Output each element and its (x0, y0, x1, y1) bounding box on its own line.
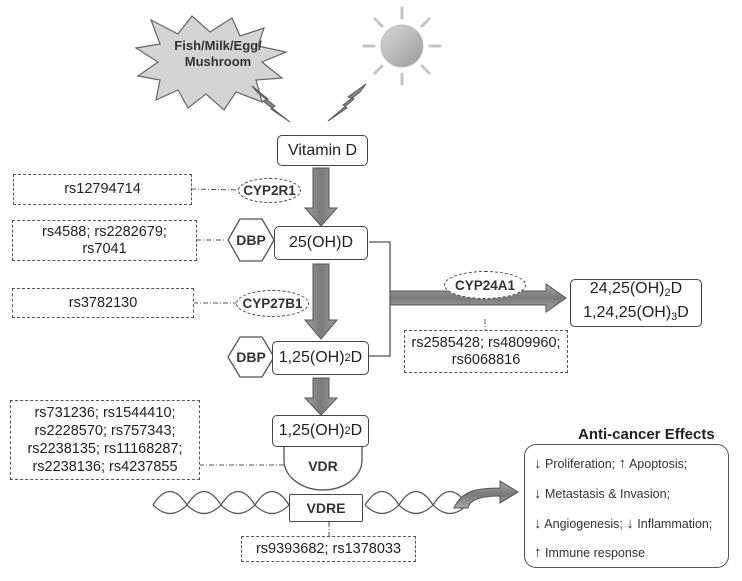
sun-icon (362, 6, 442, 86)
dna-helix (152, 490, 468, 515)
snp-connectors (190, 188, 486, 536)
catabolism-bracket (369, 241, 391, 357)
arrow-vitd-to-25ohd (303, 167, 339, 227)
arrow-to-effects (453, 480, 519, 509)
sun-lightning-icon (327, 83, 367, 122)
snp-box-cyp27b1: rs3782130 (12, 288, 194, 318)
effects-box: ↓ Proliferation; ↑ Apoptosis; ↓ Metastas… (524, 444, 729, 568)
dbp-label-lower: DBP (236, 349, 266, 365)
snp-box-cyp24a1: rs2585428; rs4809960; rs6068816 (404, 330, 568, 373)
snp-box-cyp2r1: rs12794714 (13, 174, 192, 205)
effect-line-3: ↓ Angiogenesis; ↓ Inflammation; (534, 515, 713, 532)
up-arrow-icon: ↑ (534, 544, 542, 561)
snp-box-dbp: rs4588; rs2282679; rs7041 (12, 220, 197, 261)
25ohd-box: 25(OH)D (274, 226, 368, 260)
arrow-25ohd-to-125ohd (303, 263, 339, 340)
effects-title: Anti-cancer Effects (578, 426, 715, 443)
effect-line-2: ↓ Metastasis & Invasion; (534, 485, 671, 502)
vdre-box: VDRE (289, 494, 363, 522)
vdr-label: VDR (308, 458, 338, 474)
vitamin-d-box: Vitamin D (277, 135, 368, 166)
food-lightning-icon (251, 85, 291, 123)
down-arrow-icon: ↓ (534, 455, 542, 472)
down-arrow-icon: ↓ (534, 485, 542, 502)
up-arrow-icon: ↑ (618, 455, 627, 472)
down-arrow-icon: ↓ (626, 515, 634, 532)
cyp27b1-enzyme: CYP27B1 (236, 290, 309, 317)
snp-box-vdr: rs731236; rs1544410; rs2228570; rs757343… (10, 400, 200, 480)
cyp2r1-enzyme: CYP2R1 (238, 178, 301, 203)
food-source-starburst (134, 15, 289, 111)
vdr-receptor-shape (283, 445, 363, 491)
effect-line-1: ↓ Proliferation; ↑ Apoptosis; (534, 455, 688, 472)
snp-box-vdre: rs9393682; rs1378033 (241, 536, 416, 562)
down-arrow-icon: ↓ (534, 515, 542, 532)
metabolites-box: 24,25(OH)2D 1,24,25(OH)3D (570, 279, 702, 327)
arrow-125ohd-to-vdr (303, 377, 339, 416)
food-source-label: Fish/Milk/Egg/ Mushroom (174, 38, 262, 69)
effect-line-4: ↑ Immune response (534, 544, 646, 561)
dbp-label-upper: DBP (236, 232, 266, 248)
cyp24a1-enzyme: CYP24A1 (444, 271, 526, 299)
